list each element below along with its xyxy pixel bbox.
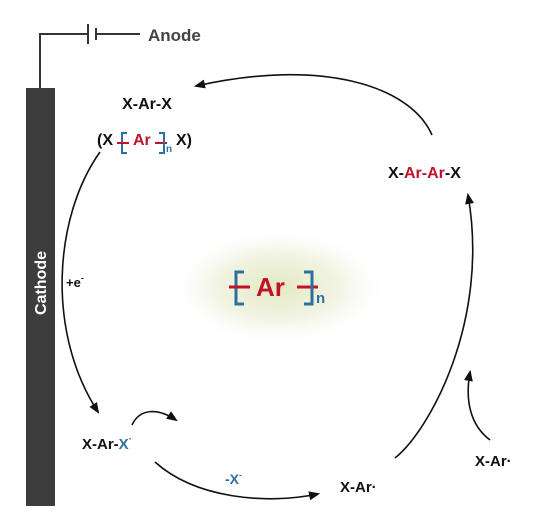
oligomer-close: X) [176, 132, 192, 149]
species-aryl-radical: X-Ar· [340, 479, 377, 496]
electron-step-label: +e- [66, 273, 84, 290]
arrow-regeneration [193, 73, 433, 136]
arrow-radical-join [464, 369, 491, 441]
arrow-reduction [61, 151, 101, 414]
polymer-product: Ar n [229, 270, 325, 307]
polymer-n: n [316, 290, 325, 307]
species-dimer: X-Ar-Ar-X [388, 165, 461, 182]
species-aryl-radical-side: X-Ar· [475, 453, 512, 470]
halide-loss-label: -X- [225, 470, 242, 487]
oligomer-open: (X [97, 132, 113, 149]
center-glow [166, 227, 390, 347]
cathode-electrode [26, 88, 55, 506]
polymer-ar: Ar [256, 272, 285, 302]
species-radical-anion: X-Ar-X· [82, 434, 132, 453]
oligomer-n: n [166, 144, 172, 155]
arrow-coupling [394, 192, 474, 459]
arrow-x-release [131, 410, 178, 426]
cycle-arrows [61, 73, 491, 501]
arrow-halide-loss [154, 461, 321, 501]
oligomer-ar: Ar [133, 132, 151, 149]
anode-label: Anode [148, 26, 201, 45]
battery-symbol [39, 24, 140, 90]
species-oligomer: (X Ar n X) [97, 132, 192, 155]
cathode-label: Cathode [33, 251, 50, 315]
species-dihalide: X-Ar-X [122, 96, 172, 113]
polymer-bracket-right [304, 270, 314, 306]
oligomer-bracket-right [159, 132, 165, 154]
